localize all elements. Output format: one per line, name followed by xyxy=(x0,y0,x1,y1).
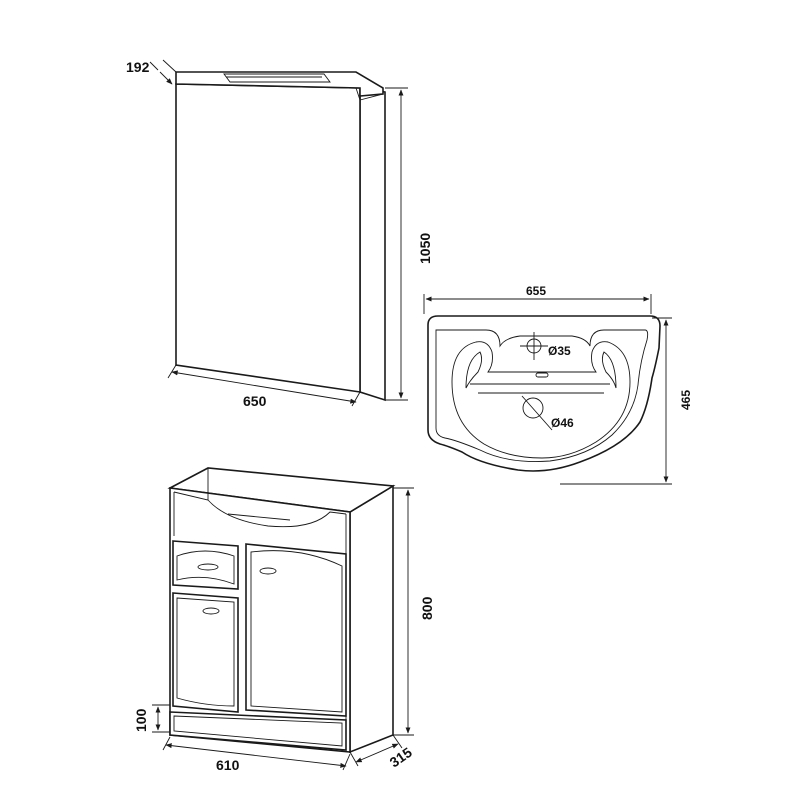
vanity-height-label: 800 xyxy=(419,596,435,620)
mirror-width-label: 650 xyxy=(243,393,267,409)
mirror-depth-label: 192 xyxy=(126,59,150,75)
vanity-unit xyxy=(167,467,396,754)
plinth-height-label: 100 xyxy=(133,708,149,732)
dimension-basin-depth: 465 xyxy=(560,317,693,485)
dimension-mirror-height: 1050 xyxy=(385,87,433,401)
dimension-vanity-height: 800 xyxy=(393,487,435,736)
washbasin-plan xyxy=(427,315,661,472)
mirror-cabinet xyxy=(175,71,386,402)
vanity-depth-label: 315 xyxy=(387,744,415,771)
mirror-height-label: 1050 xyxy=(417,233,433,264)
tap-hole-label: Ø35 xyxy=(548,344,571,358)
basin-width-label: 655 xyxy=(526,284,546,298)
drain-hole-label: Ø46 xyxy=(551,416,574,430)
basin-depth-label: 465 xyxy=(679,390,693,410)
vanity-width-label: 610 xyxy=(216,757,240,773)
dimension-vanity-width: 610 xyxy=(162,736,351,773)
dimension-plinth-height: 100 xyxy=(133,704,170,733)
dimension-mirror-width: 650 xyxy=(167,364,361,409)
dimension-basin-width: 655 xyxy=(423,284,652,314)
dimension-mirror-depth: 192 xyxy=(126,59,177,85)
